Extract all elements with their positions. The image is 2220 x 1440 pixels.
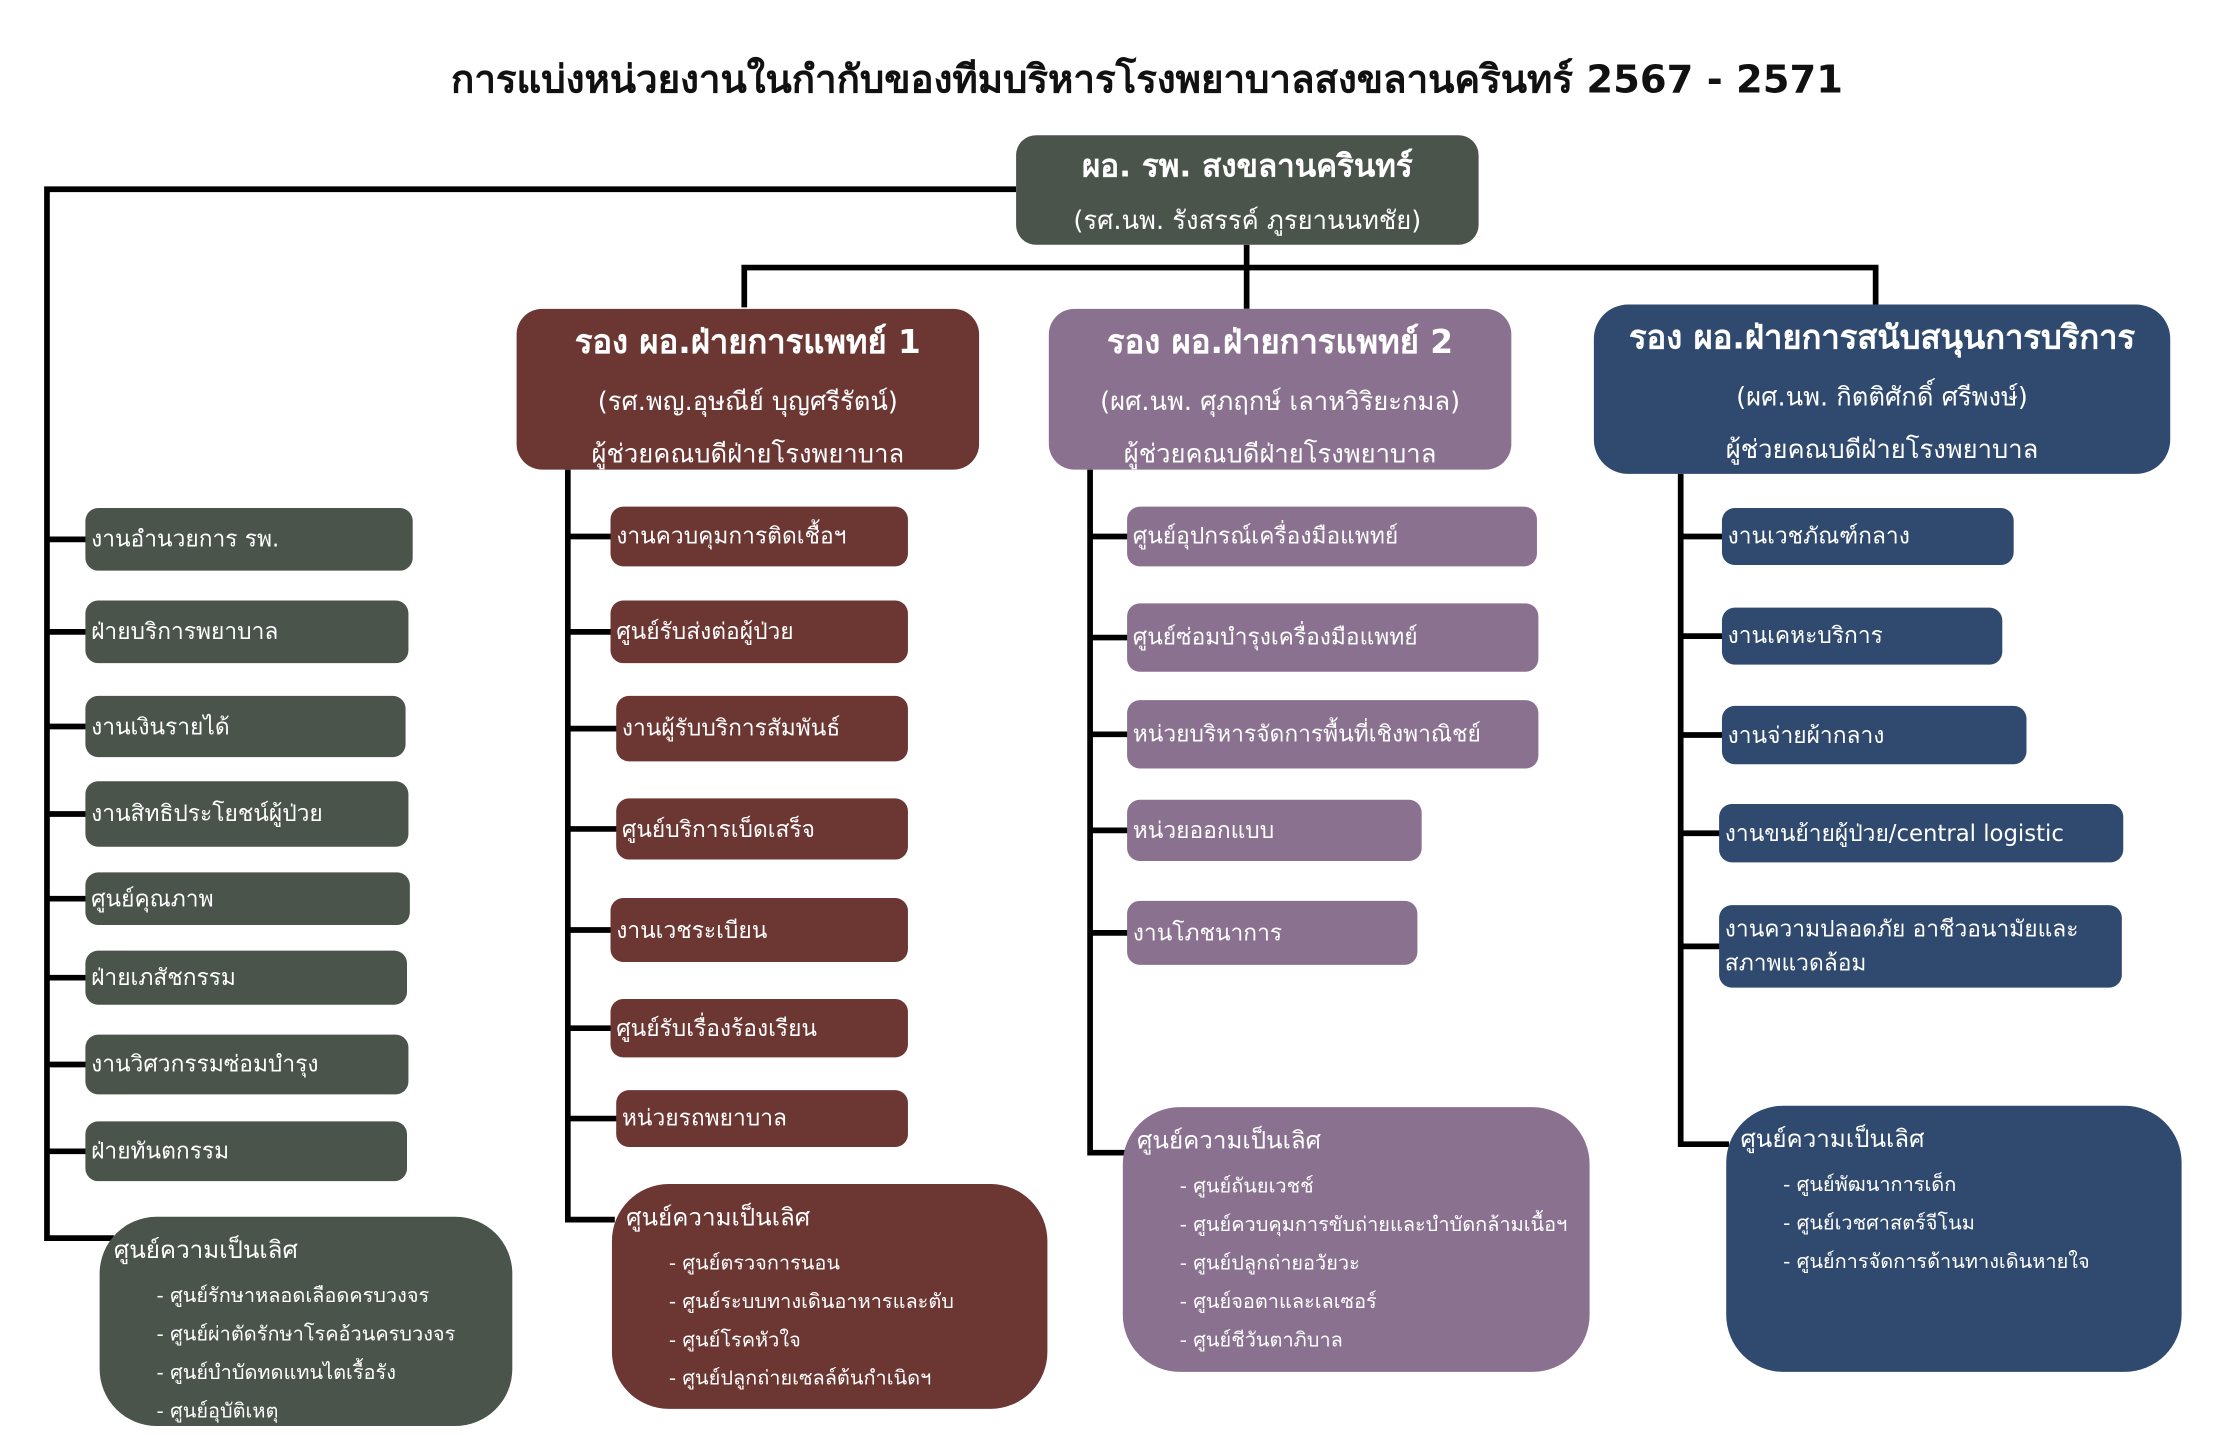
excellence-center-box: ศูนย์ความเป็นเลิศ - ศูนย์รักษาหลอดเลือดคร… bbox=[99, 1216, 513, 1426]
deputy-title: รอง ผอ.ฝ่ายการสนับสนุนการบริการ bbox=[1628, 320, 2136, 358]
excellence-item: - ศูนย์โรคหัวใจ bbox=[668, 1329, 801, 1352]
deputy-role: ผู้ช่วยคณบดีฝ่ายโรงพยาบาล bbox=[1725, 435, 2039, 466]
deputy-role: ผู้ช่วยคณบดีฝ่ายโรงพยาบาล bbox=[1123, 439, 1437, 470]
excellence-item: - ศูนย์อุบัติเหตุ bbox=[156, 1400, 279, 1424]
deputy-title: รอง ผอ.ฝ่ายการแพทย์ 2 bbox=[1107, 324, 1454, 362]
unit-box: งานจ่ายผ้ากลาง bbox=[1721, 705, 2027, 765]
excellence-item: - ศูนย์ปลูกถ่ายอวัยวะ bbox=[1179, 1252, 1360, 1276]
excellence-heading: ศูนย์ความเป็นเลิศ bbox=[1740, 1125, 1925, 1155]
unit-box: งานเวชระเบียน bbox=[610, 897, 908, 963]
unit-box: งานวิศวกรรมซ่อมบำรุง bbox=[85, 1034, 409, 1095]
unit-box: หน่วยบริหารจัดการพื้นที่เชิงพาณิชย์ bbox=[1127, 700, 1539, 769]
excellence-item: - ศูนย์ชีวันตาภิบาล bbox=[1179, 1329, 1343, 1352]
unit-box: งานความปลอดภัย อาชีวอนามัยและสภาพแวดล้อม bbox=[1719, 905, 2122, 988]
excellence-item: - ศูนย์บำบัดทดแทนไตเรื้อรัง bbox=[156, 1361, 396, 1385]
unit-box: งานอำนวยการ รพ. bbox=[85, 508, 413, 571]
director-name: (รศ.นพ. รังสรรค์ ภูรยานนทชัย) bbox=[1073, 206, 1422, 237]
chart-title: การแบ่งหน่วยงานในกำกับของทีมบริหารโรงพยา… bbox=[451, 58, 1843, 103]
excellence-item: - ศูนย์การจัดการด้านทางเดินหายใจ bbox=[1783, 1250, 2090, 1274]
excellence-center-box: ศูนย์ความเป็นเลิศ - ศูนย์ตรวจการนอน - ศูนย… bbox=[611, 1184, 1048, 1409]
excellence-heading: ศูนย์ความเป็นเลิศ bbox=[1137, 1127, 1322, 1156]
unit-box: งานเวชภัณฑ์กลาง bbox=[1721, 508, 2014, 565]
excellence-item: - ศูนย์ควบคุมการขับถ่ายและบำบัดกล้ามเนื้… bbox=[1179, 1213, 1568, 1237]
excellence-heading: ศูนย์ความเป็นเลิศ bbox=[626, 1203, 811, 1233]
unit-box: งานผู้รับบริการสัมพันธ์ bbox=[616, 695, 908, 762]
unit-box: ศูนย์อุปกรณ์เครื่องมือแพทย์ bbox=[1127, 506, 1537, 567]
deputy-role: ผู้ช่วยคณบดีฝ่ายโรงพยาบาล bbox=[591, 439, 905, 470]
deputy-medical-2-box: รอง ผอ.ฝ่ายการแพทย์ 2 (ผศ.นพ. ศุภฤกษ์ เล… bbox=[1048, 308, 1512, 470]
unit-box: ศูนย์รับเรื่องร้องเรียน bbox=[610, 999, 908, 1058]
excellence-item: - ศูนย์พัฒนาการเด็ก bbox=[1783, 1174, 1957, 1197]
excellence-center-box: ศูนย์ความเป็นเลิศ - ศูนย์ถันยเวชช์ - ศูนย์… bbox=[1122, 1107, 1590, 1372]
deputy-title: รอง ผอ.ฝ่ายการแพทย์ 1 bbox=[574, 324, 921, 362]
deputy-name: (ผศ.นพ. กิตติศักดิ์ ศรีพงษ์) bbox=[1736, 382, 2028, 413]
unit-box: ฝ่ายเภสัชกรรม bbox=[85, 950, 408, 1005]
excellence-item: - ศูนย์ตรวจการนอน bbox=[668, 1252, 840, 1276]
excellence-item: - ศูนย์ผ่าตัดรักษาโรคอ้วนครบวงจร bbox=[156, 1323, 456, 1347]
excellence-item: - ศูนย์ถันยเวชช์ bbox=[1179, 1175, 1314, 1199]
unit-box: งานเคหะบริการ bbox=[1721, 607, 2003, 665]
excellence-heading: ศูนย์ความเป็นเลิศ bbox=[113, 1236, 298, 1266]
excellence-center-box: ศูนย์ความเป็นเลิศ - ศูนย์พัฒนาการเด็ก - ศู… bbox=[1726, 1105, 2182, 1372]
excellence-item: - ศูนย์รักษาหลอดเลือดครบวงจร bbox=[156, 1285, 430, 1308]
excellence-item: - ศูนย์เวชศาสตร์จีโนม bbox=[1783, 1212, 1975, 1236]
unit-box: หน่วยรถพยาบาล bbox=[616, 1090, 908, 1148]
deputy-name: (รศ.พญ.อุษณีย์ บุญศรีรัตน์) bbox=[597, 387, 898, 417]
unit-box: ศูนย์บริการเบ็ดเสร็จ bbox=[616, 798, 908, 860]
excellence-item: - ศูนย์ระบบทางเดินอาหารและตับ bbox=[668, 1290, 954, 1314]
unit-box: ฝ่ายบริการพยาบาล bbox=[85, 600, 409, 664]
unit-box: ศูนย์ซ่อมบำรุงเครื่องมือแพทย์ bbox=[1127, 603, 1539, 672]
unit-box: หน่วยออกแบบ bbox=[1127, 799, 1422, 861]
unit-box: ศูนย์รับส่งต่อผู้ป่วย bbox=[610, 600, 908, 664]
director-title: ผอ. รพ. สงขลานครินทร์ bbox=[1081, 149, 1413, 186]
unit-box: งานเงินรายได้ bbox=[85, 695, 406, 758]
unit-box: งานขนย้ายผู้ป่วย/central logistic bbox=[1719, 804, 2124, 863]
unit-box: งานควบคุมการติดเชื้อฯ bbox=[610, 506, 908, 567]
director-box: ผอ. รพ. สงขลานครินทร์ (รศ.นพ. รังสรรค์ ภ… bbox=[1016, 135, 1479, 245]
unit-box: งานโภชนาการ bbox=[1127, 900, 1418, 965]
unit-box: งานสิทธิประโยชน์ผู้ป่วย bbox=[85, 781, 409, 847]
deputy-medical-1-box: รอง ผอ.ฝ่ายการแพทย์ 1 (รศ.พญ.อุษณีย์ บุญ… bbox=[516, 308, 980, 470]
deputy-name: (ผศ.นพ. ศุภฤกษ์ เลาหวิริยะกมล) bbox=[1100, 387, 1461, 417]
excellence-item: - ศูนย์จอตาและเลเซอร์ bbox=[1179, 1290, 1377, 1314]
unit-box: ฝ่ายทันตกรรม bbox=[85, 1121, 408, 1182]
unit-box: ศูนย์คุณภาพ bbox=[85, 872, 410, 926]
deputy-support-box: รอง ผอ.ฝ่ายการสนับสนุนการบริการ (ผศ.นพ. … bbox=[1593, 304, 2171, 474]
excellence-item: - ศูนย์ปลูกถ่ายเซลล์ต้นกำเนิดฯ bbox=[668, 1367, 932, 1391]
